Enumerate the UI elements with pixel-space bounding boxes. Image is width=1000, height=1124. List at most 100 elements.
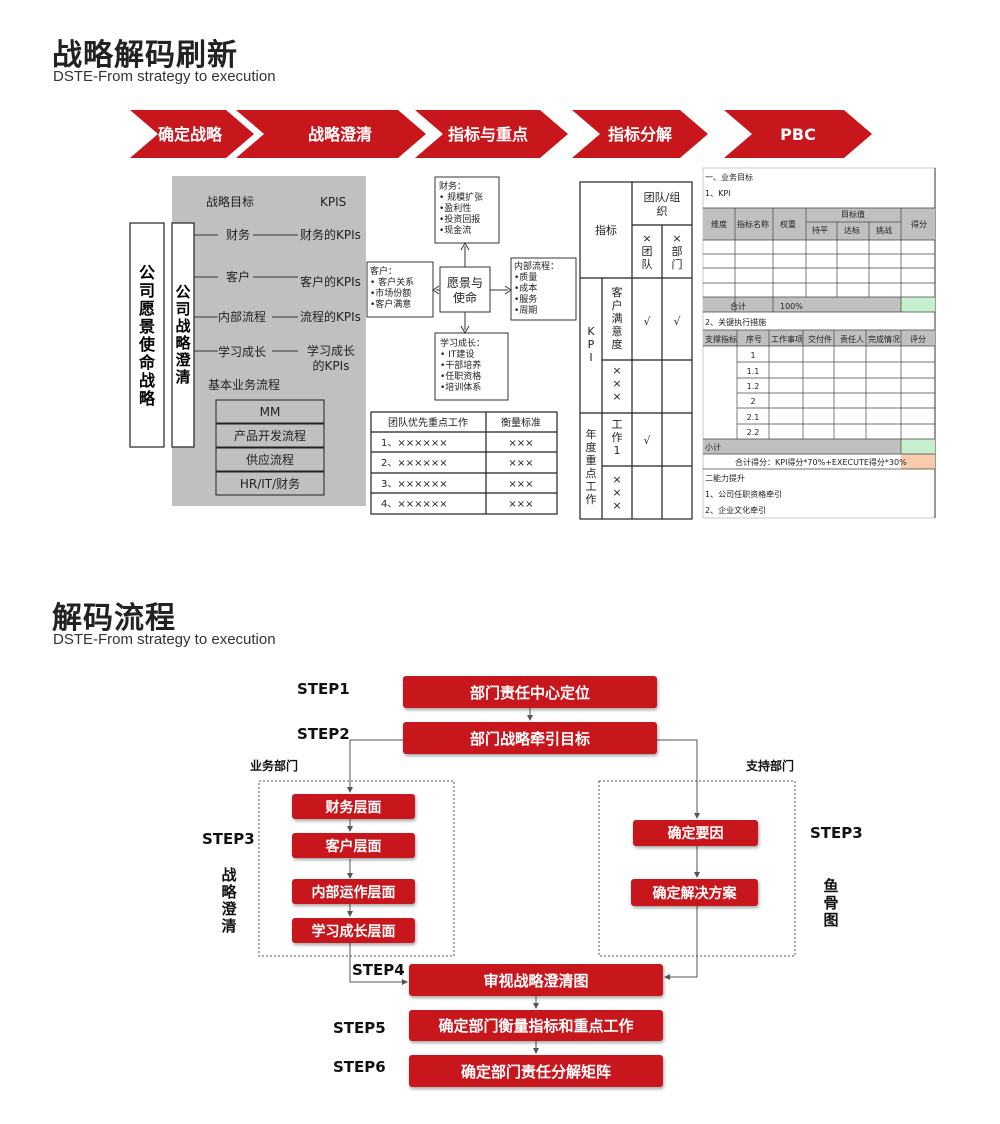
matrix-check-3: √ xyxy=(643,434,651,447)
left-vertical-label: 战略澄清 xyxy=(221,866,237,935)
bsc-center: 愿景与使命 xyxy=(447,276,483,305)
matrix-team: ×团队 xyxy=(642,232,653,271)
process-arrows: 确定战略 战略澄清 指标与重点 指标分解 PBC xyxy=(130,110,872,158)
pbc-line-2: 1、KPI xyxy=(705,189,731,198)
process-pd: 产品开发流程 xyxy=(234,428,306,443)
flow-box-root-cause: 确定要因 xyxy=(633,820,758,846)
pbc-h2-seq: 序号 xyxy=(746,334,762,344)
priority-measure-3: ××× xyxy=(508,479,533,490)
pbc-line-1: 一、业务目标 xyxy=(705,172,753,182)
pbc-h-name: 指标名称 xyxy=(737,219,769,229)
pbc-t-reach: 达标 xyxy=(844,225,860,235)
goal-finance: 财务 xyxy=(226,227,250,242)
bsc-internal: 内部流程：•质量•成本•服务•周期 xyxy=(514,260,559,316)
priority-measure-2: ××× xyxy=(508,458,533,469)
pbc-h2-deliver: 交付件 xyxy=(808,334,832,344)
pbc-line-5: 1、公司任职资格牵引 xyxy=(705,489,782,499)
matrix-xxx-2: ××× xyxy=(612,473,621,512)
goal-internal: 内部流程 xyxy=(218,309,266,324)
priority-row-3: 3、×××××× xyxy=(381,479,448,490)
kpi-finance: 财务的KPIs xyxy=(300,227,361,242)
priority-head-2: 衡量标准 xyxy=(501,417,541,429)
flow-box-solution: 确定解决方案 xyxy=(631,879,758,906)
pbc-h2-status: 完成情况 xyxy=(868,334,900,344)
strategy-head-right: KPIS xyxy=(320,195,346,209)
arrow-label-4: 指标分解 xyxy=(608,125,672,144)
vision-box-text: 公司愿景使命战略 xyxy=(138,263,156,408)
pbc-line-6: 2、企业文化牵引 xyxy=(705,505,766,515)
goal-learning: 学习成长 xyxy=(218,344,266,359)
flow-box-metrics: 确定部门衡量指标和重点工作 xyxy=(409,1010,663,1041)
pbc-h2-rate: 评分 xyxy=(910,335,926,344)
pbc-t-challenge: 挑战 xyxy=(876,225,892,235)
step6-label: STEP6 xyxy=(333,1058,386,1076)
matrix-annual: 年度重点工作 xyxy=(586,427,597,506)
flow-box-finance: 财务层面 xyxy=(292,794,415,819)
pbc-seq-6: 2.2 xyxy=(747,428,760,437)
matrix-dept: ×部门 xyxy=(672,232,683,271)
arrow-label-1: 确定战略 xyxy=(158,125,223,144)
step2-label: STEP2 xyxy=(297,725,350,743)
kpi-internal: 流程的KPIs xyxy=(300,309,361,324)
pbc-h-weight: 权重 xyxy=(780,219,796,229)
pbc-seq-4: 2 xyxy=(750,397,755,406)
process-supply: 供应流程 xyxy=(246,452,294,467)
priority-row-1: 1、×××××× xyxy=(381,438,448,449)
step3-left-label: STEP3 xyxy=(202,830,255,848)
kpi-learning: 学习成长的KPIs xyxy=(307,343,355,373)
section-subtitle: DSTE-From strategy to execution xyxy=(53,68,276,85)
matrix-cust-sat: 客户满意度 xyxy=(612,285,623,351)
flow-box-responsibility: 部门责任中心定位 xyxy=(403,676,657,708)
support-dept-label: 支持部门 xyxy=(746,759,795,773)
pbc-formula: 合计得分：KPI得分*70%+EXECUTE得分*30% xyxy=(735,457,907,467)
section2-title: 解码流程 xyxy=(52,601,176,636)
pbc-h-target: 目标值 xyxy=(841,209,865,219)
priority-head-1: 团队优先重点工作 xyxy=(388,416,468,429)
section-title: 战略解码刷新 xyxy=(52,38,238,73)
priority-row-2: 2、×××××× xyxy=(381,458,448,469)
priority-measure-1: ××× xyxy=(508,438,533,449)
matrix-check-1: √ xyxy=(643,315,651,328)
pbc-h2-owner: 责任人 xyxy=(840,334,864,344)
pbc-h2-item: 工作事项 xyxy=(771,334,803,344)
pbc-seq-1: 1 xyxy=(750,351,755,360)
arrow-label-2: 战略澄清 xyxy=(308,125,372,144)
bsc-customer: 客户：• 客户关系•市场份额•客户满意 xyxy=(370,265,414,310)
clarify-box-text: 公司战略澄清 xyxy=(175,283,191,386)
arrow-label-5: PBC xyxy=(780,125,816,144)
pbc-subtotal: 小计 xyxy=(705,442,721,452)
pbc-pct: 100% xyxy=(780,302,803,311)
flow-box-strategy-goals: 部门战略牵引目标 xyxy=(403,722,657,754)
flow-box-learning: 学习成长层面 xyxy=(292,918,415,943)
goal-customer: 客户 xyxy=(226,269,250,284)
bsc-learning: 学习成长：• IT建设•干部培养•任职资格•培训体系 xyxy=(440,337,485,393)
flow-box-internal: 内部运作层面 xyxy=(292,879,415,904)
pbc-seq-3: 1.2 xyxy=(747,382,760,391)
pbc-seq-5: 2.1 xyxy=(747,413,760,422)
matrix-xxx-1: ××× xyxy=(612,364,621,403)
priority-measure-4: ××× xyxy=(508,499,533,510)
biz-dept-label: 业务部门 xyxy=(250,759,299,773)
process-mm: MM xyxy=(260,405,281,419)
pbc-h-dimension: 维度 xyxy=(711,219,727,229)
step3-right-label: STEP3 xyxy=(810,824,863,842)
pbc-line-3: 2、关键执行措施 xyxy=(705,317,766,327)
process-title: 基本业务流程 xyxy=(208,377,280,392)
strategy-head-left: 战略目标 xyxy=(206,194,254,209)
step5-label: STEP5 xyxy=(333,1019,386,1037)
matrix-team-org: 团队/组织 xyxy=(644,190,681,218)
flow-box-customer: 客户层面 xyxy=(292,833,415,858)
matrix-check-2: √ xyxy=(673,315,681,328)
priority-row-4: 4、×××××× xyxy=(381,499,448,510)
right-vertical-label: 鱼骨图 xyxy=(823,877,839,929)
pbc-h2-support: 支撑指标 xyxy=(705,334,737,344)
process-hr: HR/IT/财务 xyxy=(240,476,300,491)
flow-box-matrix: 确定部门责任分解矩阵 xyxy=(409,1055,663,1087)
arrow-label-3: 指标与重点 xyxy=(448,125,528,144)
pbc-total: 合计 xyxy=(730,301,746,311)
step4-label: STEP4 xyxy=(352,961,405,979)
kpi-customer: 客户的KPIs xyxy=(300,274,361,289)
pbc-h-score: 得分 xyxy=(911,219,927,229)
